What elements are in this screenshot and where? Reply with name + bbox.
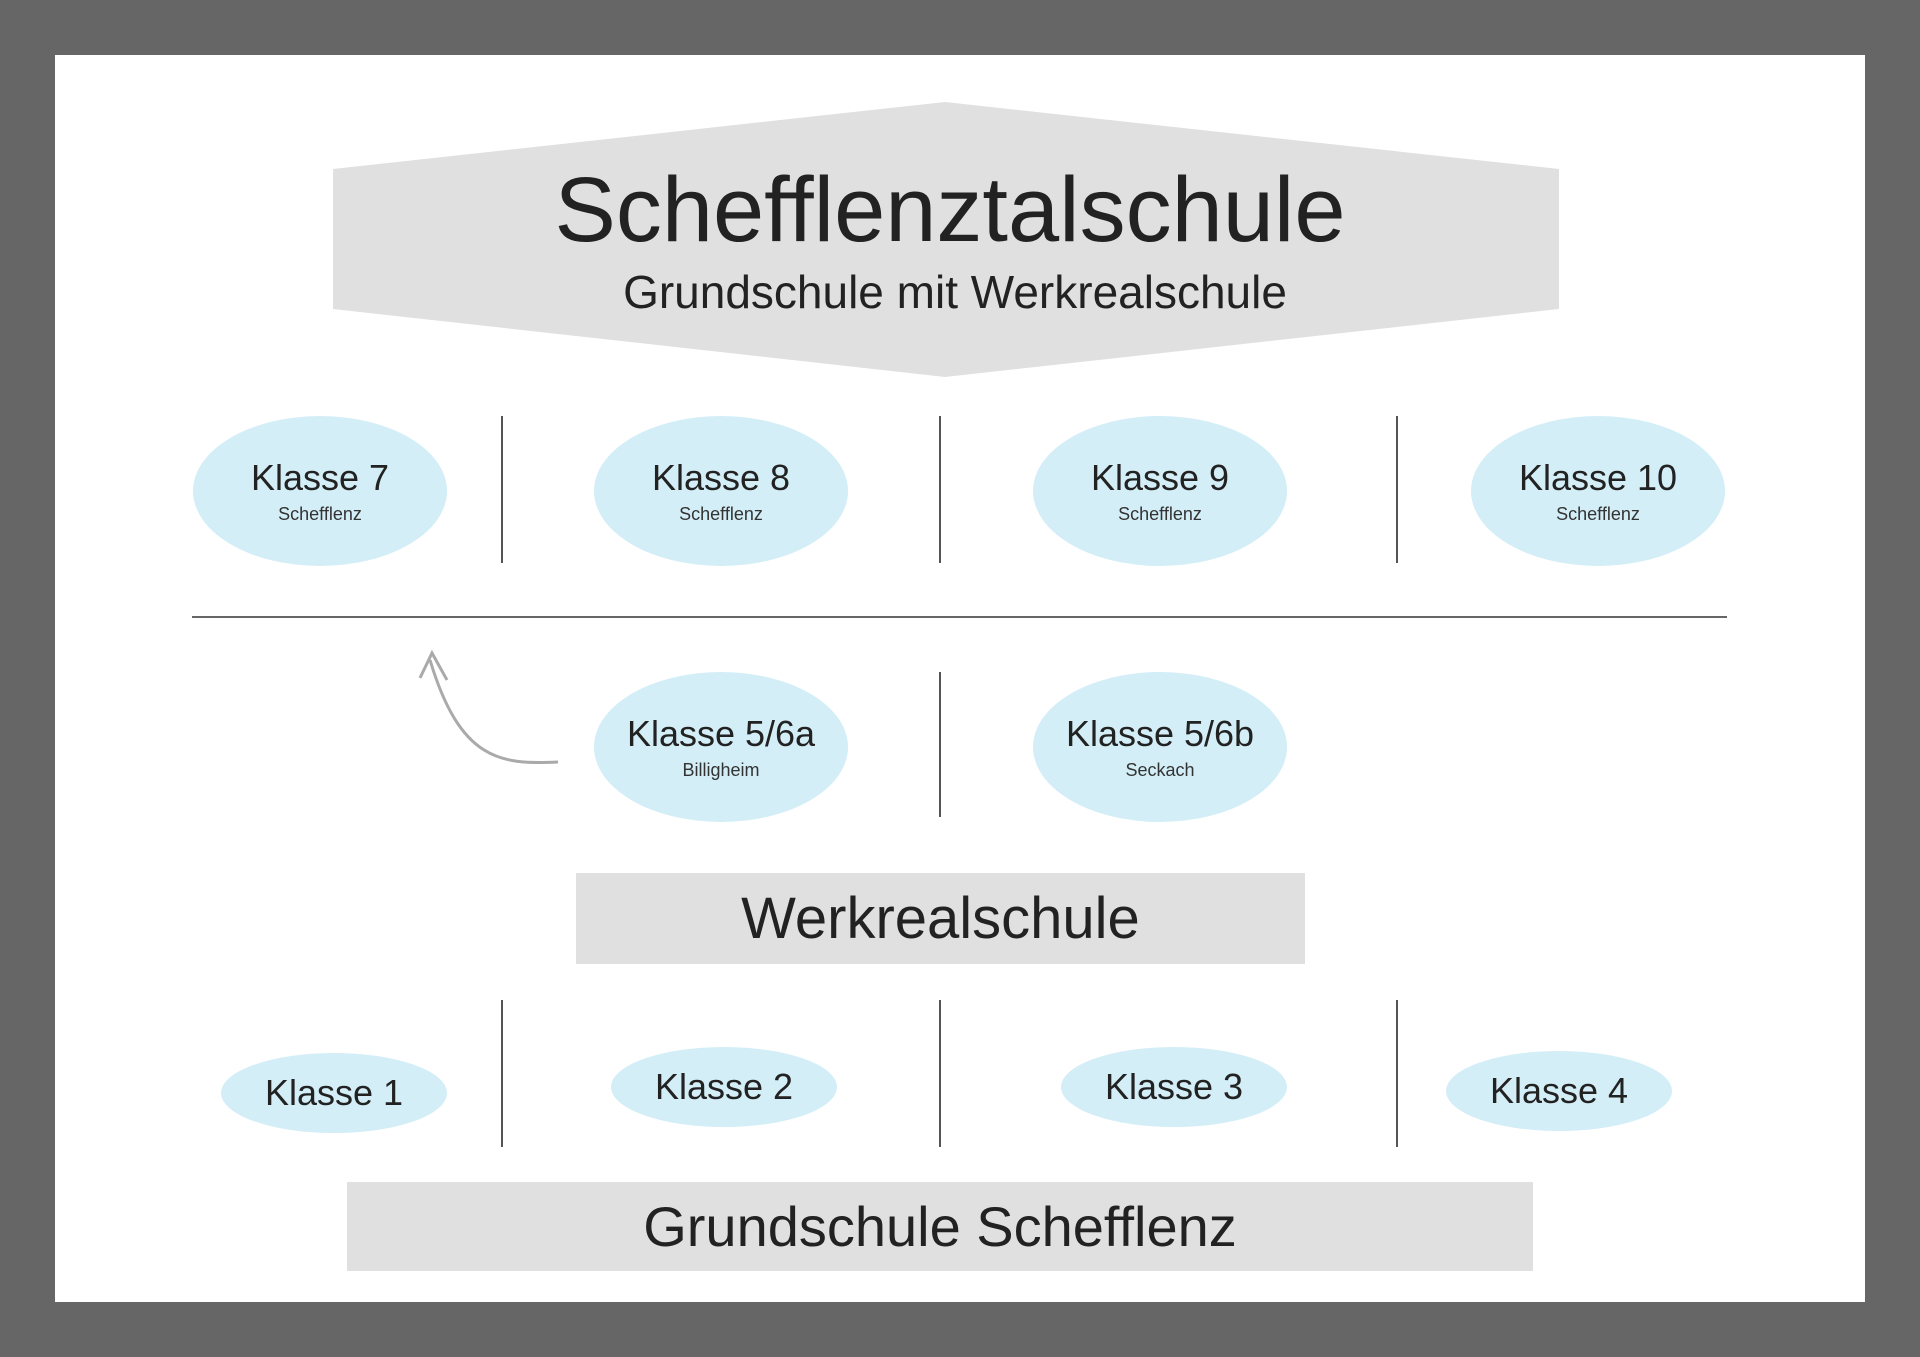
- header-banner: [333, 102, 1559, 377]
- grundschule-label: Grundschule Schefflenz: [643, 1195, 1237, 1258]
- separator: [939, 672, 941, 817]
- class-label: Klasse 1: [264, 1072, 404, 1114]
- class-location: Schefflenz: [1118, 504, 1202, 525]
- class-bubble-2: Klasse 2: [611, 1047, 837, 1127]
- class-bubble-3: Klasse 3: [1061, 1047, 1287, 1127]
- separator: [501, 416, 503, 563]
- class-bubble-8: Klasse 8 Schefflenz: [594, 416, 848, 566]
- class-location: Schefflenz: [278, 504, 362, 525]
- class-label: Klasse 2: [654, 1066, 794, 1108]
- separator: [939, 416, 941, 563]
- arrow-head-icon: [418, 649, 449, 681]
- werkrealschule-box: Werkrealschule: [576, 873, 1305, 964]
- separator: [939, 1000, 941, 1147]
- separator: [1396, 416, 1398, 563]
- class-label: Klasse 8: [651, 456, 791, 498]
- class-location: Billigheim: [682, 760, 760, 781]
- class-location: Seckach: [1125, 760, 1195, 781]
- werkrealschule-label: Werkrealschule: [741, 886, 1140, 951]
- page-subtitle: Grundschule mit Werkrealschule: [623, 266, 1287, 318]
- grundschule-box: Grundschule Schefflenz: [347, 1182, 1533, 1271]
- class-bubble-5-6a: Klasse 5/6a Billigheim: [594, 672, 848, 822]
- class-label: Klasse 10: [1518, 456, 1678, 498]
- class-bubble-9: Klasse 9 Schefflenz: [1033, 416, 1287, 566]
- arrow-icon: [428, 659, 559, 765]
- class-bubble-1: Klasse 1: [221, 1053, 447, 1133]
- page-title: Schefflenztalschule: [554, 159, 1346, 261]
- class-label: Klasse 3: [1104, 1066, 1244, 1108]
- class-bubble-4: Klasse 4: [1446, 1051, 1672, 1131]
- class-bubble-7: Klasse 7 Schefflenz: [193, 416, 447, 566]
- class-label: Klasse 7: [250, 456, 390, 498]
- class-bubble-10: Klasse 10 Schefflenz: [1471, 416, 1725, 566]
- class-location: Schefflenz: [679, 504, 763, 525]
- class-bubble-5-6b: Klasse 5/6b Seckach: [1033, 672, 1287, 822]
- class-label: Klasse 4: [1489, 1070, 1629, 1112]
- separator: [501, 1000, 503, 1147]
- class-label: Klasse 5/6b: [1065, 712, 1255, 754]
- class-label: Klasse 9: [1090, 456, 1230, 498]
- class-label: Klasse 5/6a: [626, 712, 816, 754]
- separator: [1396, 1000, 1398, 1147]
- class-location: Schefflenz: [1556, 504, 1640, 525]
